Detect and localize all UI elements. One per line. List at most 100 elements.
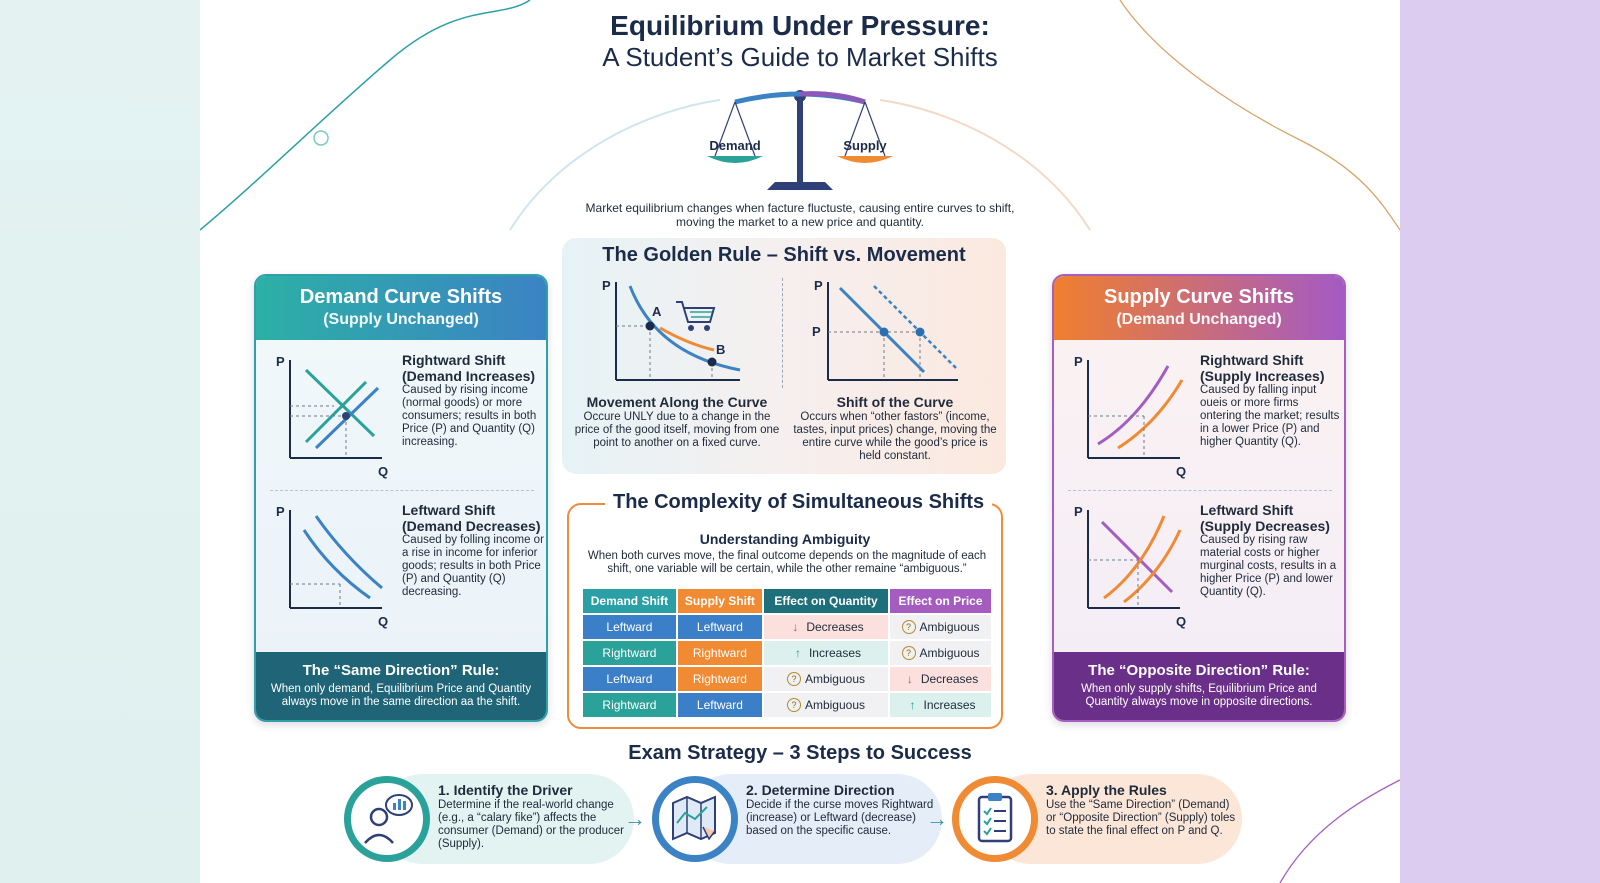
price-effect-cell: ↑Increases	[890, 693, 991, 717]
price-effect-cell: ?Ambiguous	[890, 641, 991, 665]
supply-panel-header: Supply Curve Shifts (Demand Unchanged)	[1054, 276, 1344, 340]
table-row: Leftward Leftward ↓Decreases ?Ambiguous	[583, 615, 991, 639]
question-mark-icon: ?	[901, 646, 916, 661]
demand-leftward-desc: Caused by folling income or a rise in in…	[402, 534, 544, 598]
quantity-effect-text: Increases	[808, 646, 861, 660]
infographic-sheet: Equilibrium Under Pressure: A Student’s …	[200, 0, 1400, 883]
supply-leftward-subtitle: (Supply Decreases)	[1200, 518, 1330, 534]
axis-p-label: P	[814, 278, 823, 293]
step-desc: Decide if the curse moves Rightward (inc…	[746, 799, 934, 837]
header-effect-price: Effect on Price	[890, 589, 991, 613]
scale-demand-label: Demand	[709, 138, 760, 153]
movement-along-curve-graph: P A B	[602, 278, 741, 381]
balance-scale-icon: Demand Supply	[707, 90, 893, 190]
ambiguity-desc: When both curves move, the final outcome…	[587, 550, 987, 575]
demand-shift-cell: Leftward	[583, 615, 676, 639]
quantity-effect-cell: ?Ambiguous	[763, 667, 889, 691]
price-effect-cell: ↓ Decreases	[890, 667, 991, 691]
opposite-direction-rule-desc: When only supply shifts, Equilibrium Pri…	[1081, 683, 1317, 708]
header-supply-shift: Supply Shift	[677, 589, 762, 613]
price-effect-text: Ambiguous	[919, 619, 980, 634]
scale-supply-label: Supply	[843, 138, 887, 153]
simultaneous-shifts-section: The Complexity of Simultaneous Shifts Un…	[567, 491, 1003, 729]
movement-desc: Occure UNLY due to a change in the price…	[574, 411, 780, 449]
arrow-right-icon: →	[926, 806, 948, 831]
same-direction-rule-title: The “Same Direction” Rule:	[302, 662, 500, 679]
shift-title: Shift of the Curve	[836, 394, 954, 410]
demand-shift-cell: Rightward	[583, 641, 676, 665]
step-apply-rules: 3. Apply the Rules Use the “Same Directi…	[952, 774, 1242, 864]
step-text: 2. Determine Direction Decide if the cur…	[746, 782, 936, 838]
golden-rule-section: The Golden Rule – Shift vs. Movement P A…	[562, 238, 1006, 474]
step-determine-direction: 2. Determine Direction Decide if the cur…	[652, 774, 942, 864]
down-arrow-icon: ↓	[792, 620, 799, 634]
down-arrow-icon: ↓	[906, 672, 913, 686]
demand-leftward-subtitle: (Demand Decreases)	[402, 518, 541, 534]
person-thinking-icon	[364, 794, 413, 844]
checklist-clipboard-icon	[977, 793, 1013, 843]
up-arrow-icon: ↑	[794, 646, 801, 660]
supply-shift-cell: Leftward	[677, 615, 762, 639]
page-title: Equilibrium Under Pressure:	[610, 10, 990, 41]
supply-shift-cell: Leftward	[677, 693, 762, 717]
table-header-row: Demand Shift Supply Shift Effect on Quan…	[583, 589, 991, 613]
supply-rightward-desc: Caused by falling input oueis or more fi…	[1200, 384, 1340, 448]
step-title: 3. Apply the Rules	[1046, 782, 1167, 798]
demand-panel-title: Demand Curve Shifts	[299, 286, 503, 308]
step-circle	[952, 776, 1038, 862]
demand-rightward-title: Rightward Shift	[402, 352, 506, 368]
step-circle	[652, 776, 738, 862]
supply-shift-cell: Rightward	[677, 641, 762, 665]
quantity-effect-text: Ambiguous	[804, 671, 866, 686]
golden-rule-title: The Golden Rule – Shift vs. Movement	[602, 244, 966, 266]
axis-q-label: Q	[1176, 464, 1186, 479]
movement-along-curve-text: Movement Along the Curve Occure UNLY due…	[572, 394, 782, 450]
demand-leftward-title: Leftward Shift	[402, 502, 496, 518]
question-mark-icon: ?	[786, 698, 801, 713]
question-mark-icon: ?	[786, 672, 801, 687]
quantity-effect-cell: ↓Decreases	[763, 615, 889, 639]
demand-shifts-panel: Demand Curve Shifts (Supply Unchanged) P…	[254, 274, 548, 722]
supply-panel-title: Supply Curve Shifts	[1103, 286, 1295, 308]
demand-rightward-subtitle: (Demand Increases)	[402, 368, 536, 384]
axis-p-label: P	[1074, 504, 1083, 519]
step-identify-driver: 1. Identify the Driver Determine if the …	[344, 774, 634, 864]
movement-title: Movement Along the Curve	[586, 394, 768, 410]
table-row: Leftward Rightward ?Ambiguous ↓Decreases	[583, 667, 991, 691]
price-effect-text: Decreases	[920, 672, 979, 686]
demand-leftward-text: Leftward Shift (Demand Decreases) Caused…	[402, 502, 544, 599]
step-text: 1. Identify the Driver Determine if the …	[438, 782, 628, 851]
shopping-cart-icon	[676, 301, 716, 331]
table-row: Rightward Rightward ↑ Increases ?Ambiguou…	[583, 641, 991, 665]
step-circle	[344, 776, 430, 862]
demand-shift-cell: Rightward	[583, 693, 676, 717]
step-desc: Determine if the real-world change (e.g.…	[438, 799, 624, 850]
supply-decrease-graph: P Q	[1074, 504, 1186, 629]
supply-panel-divider	[1068, 490, 1332, 491]
simultaneous-shifts-title: The Complexity of Simultaneous Shifts	[605, 491, 993, 514]
axis-p-label: P	[276, 504, 285, 519]
quantity-effect-text: Ambiguous	[804, 697, 866, 712]
shift-of-curve-text: Shift of the Curve Occurs when “other fa…	[790, 394, 1000, 463]
golden-rule-separator	[782, 278, 783, 388]
quantity-effect-cell: ↑ Increases	[763, 641, 889, 665]
page-subtitle: A Student’s Guide to Market Shifts	[602, 42, 998, 72]
step-title: 2. Determine Direction	[746, 782, 895, 798]
demand-panel-header: Demand Curve Shifts (Supply Unchanged)	[256, 276, 546, 340]
up-arrow-icon: ↑	[909, 698, 916, 712]
supply-shift-cell: Rightward	[677, 667, 762, 691]
background-left	[0, 0, 200, 883]
price-effect-cell: ?Ambiguous	[890, 615, 991, 639]
price-effect-text: Ambiguous	[919, 645, 980, 660]
supply-shifts-panel: Supply Curve Shifts (Demand Unchanged) P…	[1052, 274, 1346, 722]
supply-increase-graph: P Q	[1074, 354, 1186, 479]
question-mark-icon: ?	[901, 620, 916, 635]
supply-rightward-text: Rightward Shift (Supply Increases) Cause…	[1200, 352, 1342, 449]
axis-q-label: Q	[378, 614, 388, 629]
axis-p-label: P	[276, 354, 285, 369]
ambiguity-subtitle: Understanding Ambiguity	[699, 531, 871, 547]
header-demand-shift: Demand Shift	[583, 589, 676, 613]
axis-p-label: P	[602, 278, 611, 293]
supply-rightward-subtitle: (Supply Increases)	[1200, 368, 1325, 384]
axis-q-label: Q	[1176, 614, 1186, 629]
